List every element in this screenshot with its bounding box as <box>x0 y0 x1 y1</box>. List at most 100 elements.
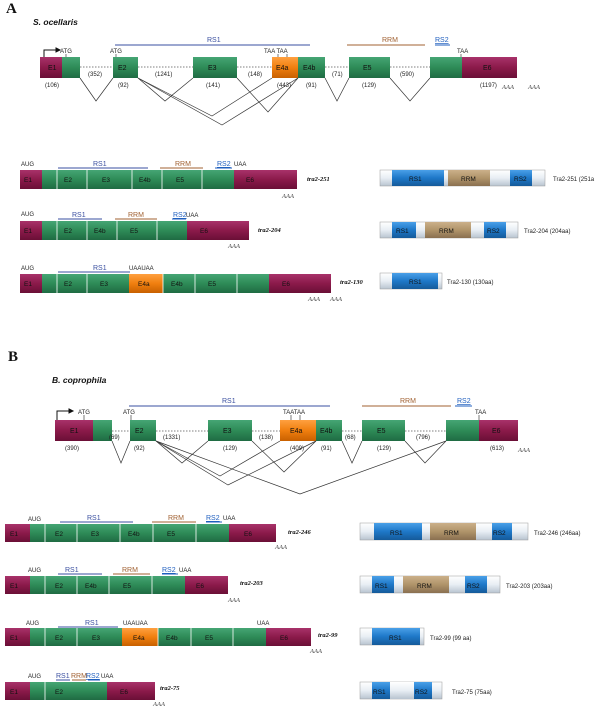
transcript-exon-e6: E6 <box>282 281 290 288</box>
protein-domain-rs1: RS1 <box>389 635 402 642</box>
transcript-exon-e5: E5 <box>176 177 184 184</box>
transcript-exon-e6: E6 <box>120 689 128 696</box>
transcript-exon-e1: E1 <box>24 177 32 184</box>
transcript-start-codon: AUG <box>21 266 34 272</box>
transcript-stop-codon: UAA <box>179 568 191 574</box>
transcript-domain-rs1: RS1 <box>65 567 79 574</box>
transcript-tra2-246: AUG RS1 RRM RS2 UAA E1 E2 E3 E4b E5 E6 A… <box>5 515 580 551</box>
gene-intron-size-4-b: (68) <box>345 435 356 441</box>
transcript-name: tra2-130 <box>340 279 364 286</box>
transcript-exon-e5: E5 <box>167 531 175 538</box>
gene-exon-e1-a: E1 <box>48 65 57 72</box>
gene-exon-e5-a: E5 <box>363 65 372 72</box>
protein-domain-rs1: RS1 <box>390 530 403 537</box>
transcript-exon-e6: E6 <box>246 177 254 184</box>
transcript-name: tra2-75 <box>160 685 180 692</box>
transcript-exon-e2: E2 <box>55 531 63 538</box>
gene-stop-e4a-a: TAA TAA <box>264 49 288 55</box>
transcript-exon-e3: E3 <box>102 177 110 184</box>
transcript-exon-e4b: E4b <box>128 531 140 538</box>
transcript-start-codon: AUG <box>28 568 41 574</box>
transcript-exon-e6: E6 <box>200 228 208 235</box>
gene-structure-a: RS1 RRM RS2 E1 E2 E3 E4a E4b E5 E6 ATG A… <box>40 37 540 126</box>
species-name-b: B. coprophila <box>52 375 107 385</box>
gene-exon-e4b-b: E4b <box>320 428 333 435</box>
transcript-domain-rs2: RS2 <box>173 212 187 219</box>
transcript-polya: AAA <box>281 193 294 200</box>
tss-arrow-icon <box>43 47 62 57</box>
transcript-exon-e5: E5 <box>130 228 138 235</box>
transcript-exon-e1: E1 <box>10 635 18 642</box>
gene-exon-size-e4a-a: (443) <box>277 83 291 89</box>
transcript-domain-rrm: RRM <box>168 515 184 522</box>
gene-exon-e3-a: E3 <box>208 65 217 72</box>
gene-stop-e6-a: TAA <box>457 49 468 55</box>
protein-label: Tra2-75 (75aa) <box>452 690 492 696</box>
gene-intron-size-5-a: (590) <box>400 72 414 78</box>
gene-exon-size-e5-a: (129) <box>362 83 376 89</box>
transcript-stop-codon-2: UAA <box>257 621 269 627</box>
gene-exon-size-e1-a: (106) <box>45 83 59 89</box>
transcript-exon-e6: E6 <box>196 583 204 590</box>
gene-exon-e4b-a: E4b <box>303 65 316 72</box>
transcript-polya: AAA <box>274 544 287 551</box>
gene-domain-rrm-b: RRM <box>400 398 416 405</box>
transcript-exon-e2: E2 <box>64 177 72 184</box>
transcript-exon-e1: E1 <box>10 531 18 538</box>
protein-domain-rs2: RS2 <box>467 583 480 590</box>
gene-exon-e5-b: E5 <box>377 428 386 435</box>
gene-exon-size-e1-b: (390) <box>65 446 79 452</box>
protein-domain-rrm: RRM <box>439 228 454 235</box>
protein-label: Tra2-246 (246aa) <box>534 531 580 537</box>
transcript-exon-e4b: E4b <box>171 281 183 288</box>
transcript-domain-rrm: RRM <box>71 673 87 680</box>
transcript-exon-e4a: E4a <box>138 281 150 288</box>
gene-exon-e4a-b: E4a <box>290 428 303 435</box>
protein-domain-rs1: RS1 <box>409 176 422 183</box>
protein-domain-rs2: RS2 <box>514 176 527 183</box>
transcript-stop-codon: UAAUAA <box>123 621 148 627</box>
gene-structure-b: RS1 RRM RS2 E1 E2 E3 E4a E4b E5 E6 ATG A… <box>55 398 530 495</box>
transcript-exon-e1: E1 <box>24 228 32 235</box>
transcript-stop-codon: UAAUAA <box>129 266 154 272</box>
gene-intron-size-4-a: (71) <box>332 72 343 78</box>
gene-domain-rs1-a: RS1 <box>207 37 221 44</box>
gene-exon-e6-a: E6 <box>483 65 492 72</box>
transcript-name: tra2-246 <box>288 529 312 536</box>
transcript-name: tra2-204 <box>258 227 282 234</box>
transcript-tra2-251: AUG RS1 RRM RS2 UAA E1 E2 E3 E4b E5 E6 A… <box>20 161 595 200</box>
transcript-exon-e2: E2 <box>55 689 63 696</box>
transcript-exon-e1: E1 <box>24 281 32 288</box>
protein-label: Tra2-99 (99 aa) <box>430 636 471 642</box>
gene-exon-size-e5-b: (129) <box>377 446 391 452</box>
gene-domain-rs1-b: RS1 <box>222 398 236 405</box>
transcript-start-codon: AUG <box>21 212 34 218</box>
gene-start-atg-1-a: ATG <box>60 49 72 55</box>
gene-intron-size-1-b: (69) <box>109 435 120 441</box>
gene-exon-e1-b: E1 <box>70 428 79 435</box>
transcript-exon-e3: E3 <box>91 531 99 538</box>
protein-label: Tra2-130 (130aa) <box>447 280 493 286</box>
gene-stop-e4a-b: TAATAA <box>283 410 305 416</box>
transcript-tra2-203: AUG RS1 RRM RS2 UAA E1 E2 E4b E5 E6 AAA … <box>5 567 552 604</box>
transcript-exon-e1: E1 <box>10 689 18 696</box>
transcript-domain-rs1: RS1 <box>56 673 70 680</box>
gene-polya-a: AAA <box>501 84 514 91</box>
transcript-polya: AAA <box>227 597 240 604</box>
transcript-stop-codon: UAA <box>101 674 113 680</box>
gene-exon-e2-a: E2 <box>118 65 127 72</box>
protein-domain-rs1: RS1 <box>396 228 409 235</box>
gene-exon-size-e4b-b: (91) <box>321 446 332 452</box>
gene-exon-e6-b: E6 <box>492 428 501 435</box>
transcript-start-codon: AUG <box>26 621 39 627</box>
transcript-exon-e2: E2 <box>55 635 63 642</box>
protein-domain-rs1: RS1 <box>409 279 422 286</box>
transcript-domain-rs1: RS1 <box>87 515 101 522</box>
transcript-polya: AAA <box>307 296 320 303</box>
gene-start-atg-2-a: ATG <box>110 49 122 55</box>
gene-exon-e4a-a: E4a <box>276 65 289 72</box>
transcript-domain-rs2: RS2 <box>162 567 176 574</box>
protein-domain-rrm: RRM <box>444 530 459 537</box>
gene-start-atg-1-b: ATG <box>78 410 90 416</box>
